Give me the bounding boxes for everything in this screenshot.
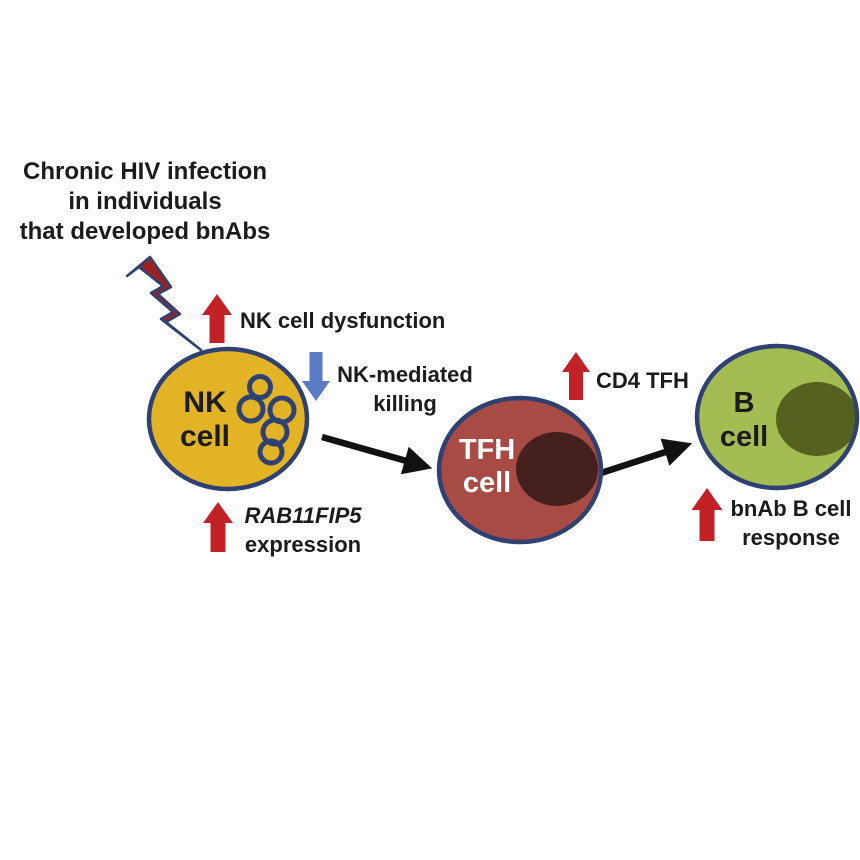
rab11fip5-expression-word: expression [244, 532, 362, 557]
nk-cell-label: NK cell [161, 386, 249, 454]
granule-icon [247, 374, 273, 400]
b-cell-label: B cell [700, 386, 788, 454]
rab11fip5-gene-name: RAB11FIP5 [244, 503, 362, 528]
bnab-response-label: bnAb B cell response [718, 494, 860, 552]
up-arrow-icon-nk-dysfunction [202, 294, 232, 343]
nk-dysfunction-label: NK cell dysfunction [240, 308, 446, 333]
up-arrow-icon-bnab [691, 488, 723, 541]
title-line-3: that developed bnAbs [19, 218, 271, 245]
b-cell-label-line-1: B [733, 387, 755, 419]
lightning-bolt-icon [125, 255, 203, 352]
tfh-nucleus-shape [516, 432, 598, 506]
nk-cell-label-line-1: NK [183, 386, 227, 419]
tfh-cell-label: TFH cell [442, 434, 532, 500]
down-arrow-icon-nk-killing [302, 352, 330, 401]
bnab-line-1: bnAb B cell [730, 496, 852, 521]
title-line-1: Chronic HIV infection [22, 158, 267, 185]
cd4-tfh-label: CD4 TFH [596, 368, 689, 393]
nk-granules [236, 374, 297, 466]
diagram-title: Chronic HIV infection in individuals tha… [2, 157, 288, 247]
nk-mediated-line-1: NK-mediated [337, 362, 473, 387]
flow-arrow-icon-tfh-to-b [599, 438, 693, 477]
flow-arrow-icon-nk-to-tfh [321, 433, 433, 475]
up-arrow-icon-rab11fip5 [203, 502, 233, 552]
up-arrow-icon-cd4-tfh [562, 352, 590, 400]
b-nucleus-shape [776, 382, 855, 456]
nk-mediated-line-2: killing [373, 391, 437, 416]
title-line-2: in individuals [68, 188, 222, 215]
tfh-cell-label-line-2: cell [462, 467, 512, 499]
granule-icon [257, 438, 285, 466]
nk-cell-label-line-2: cell [179, 420, 231, 453]
bnab-line-2: response [742, 525, 840, 550]
b-cell-label-line-2: cell [719, 421, 769, 453]
tfh-cell-label-line-1: TFH [458, 434, 516, 466]
granule-icon [236, 394, 266, 424]
rab11fip5-expression-label: RAB11FIP5 expression [234, 501, 372, 559]
nk-mediated-killing-label: NK-mediated killing [328, 360, 482, 418]
